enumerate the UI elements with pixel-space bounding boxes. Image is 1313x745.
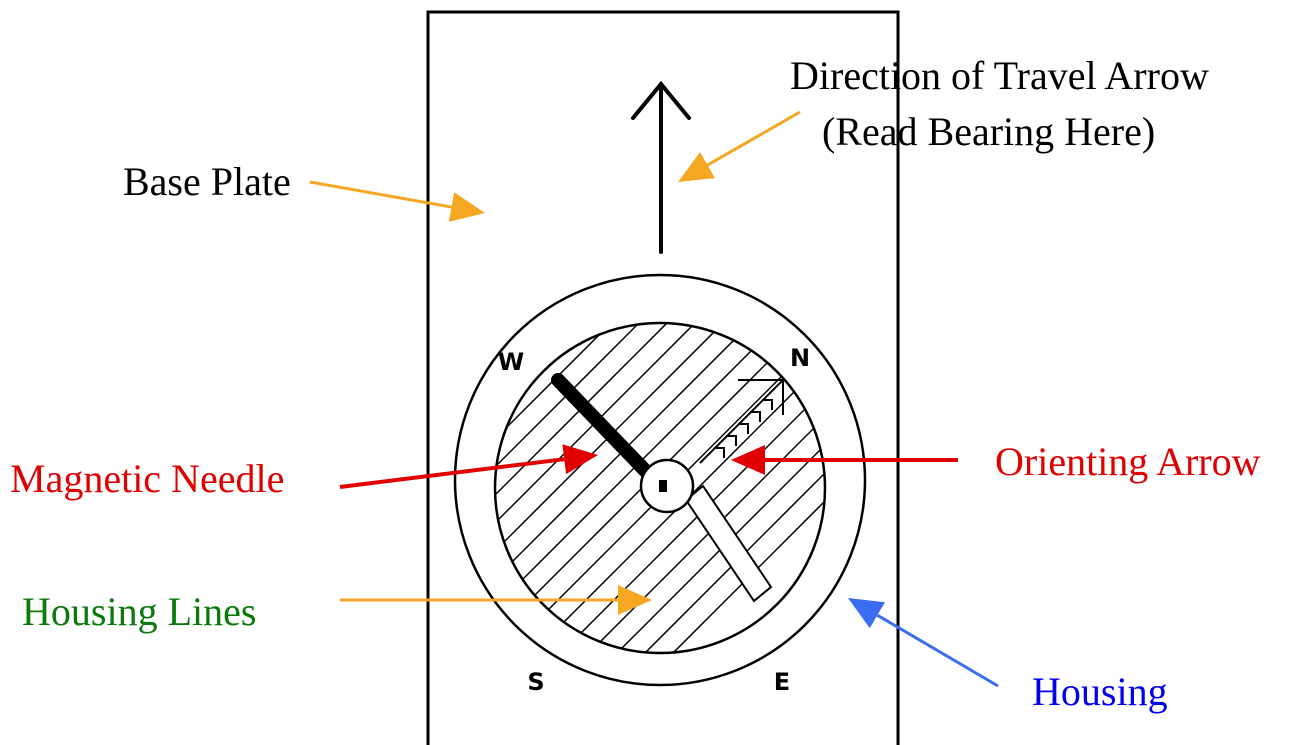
housing-line — [625, 323, 825, 653]
callout-housing — [848, 598, 999, 688]
magnetic-needle — [551, 373, 667, 493]
direction-of-travel-arrow — [631, 80, 691, 254]
label-direction-of-travel: Direction of Travel Arrow — [790, 53, 1209, 98]
pivot-dot — [659, 480, 667, 492]
cardinal-west: W — [498, 348, 524, 376]
callout-base-plate-head — [448, 192, 485, 222]
label-read-bearing: (Read Bearing Here) — [822, 109, 1156, 154]
callout-base-plate — [309, 180, 485, 222]
callout-housing-head — [848, 598, 885, 629]
callout-base-plate-shaft — [309, 180, 452, 209]
label-magnetic-needle: Magnetic Needle — [10, 456, 285, 501]
housing-line — [513, 323, 825, 653]
callout-magnetic-needle-shaft — [339, 457, 565, 489]
callout-direction-of-travel-shaft — [706, 110, 801, 167]
cardinal-east: E — [774, 668, 790, 696]
callout-housing-shaft — [876, 613, 999, 688]
magnetic-needle-tail — [684, 484, 773, 603]
label-base-plate: Base Plate — [123, 159, 291, 204]
cardinal-north: N — [790, 344, 810, 372]
callout-housing-lines — [340, 585, 652, 615]
callout-orienting-arrow — [731, 445, 958, 475]
housing-line — [597, 323, 825, 653]
label-housing: Housing — [1032, 669, 1168, 714]
cardinal-south: S — [527, 668, 544, 696]
callout-orienting-arrow-head — [731, 445, 765, 475]
callout-direction-of-travel — [678, 110, 801, 182]
housing-line — [495, 323, 713, 653]
callout-direction-of-travel-head — [678, 152, 715, 182]
housing-line — [569, 323, 825, 653]
callout-magnetic-needle-head — [562, 444, 598, 475]
label-orienting-arrow: Orienting Arrow — [995, 439, 1261, 484]
callout-magnetic-needle — [339, 444, 598, 489]
orienting-arrow — [699, 379, 784, 464]
label-housing-lines: Housing Lines — [22, 589, 257, 634]
housing-line — [495, 323, 741, 653]
housing-line — [541, 323, 825, 653]
callout-housing-lines-head — [618, 585, 652, 615]
